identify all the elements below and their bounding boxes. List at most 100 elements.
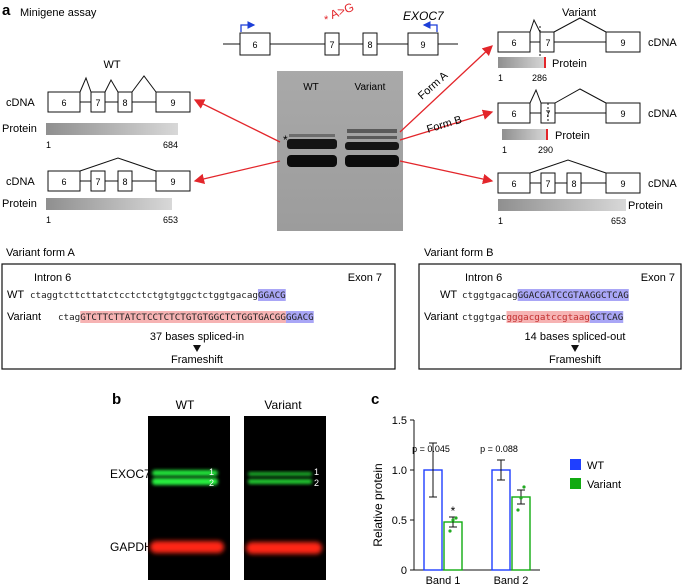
- wb-var-gapdh: [246, 542, 322, 554]
- gapdh-row-label: GAPDH: [110, 540, 153, 554]
- wt2-exon-6: 6: [61, 177, 66, 187]
- form-b-variant-label: Variant: [424, 311, 458, 323]
- variant-form-a-isoform: 6 7 9 cDNA Protein 1 286: [497, 17, 677, 83]
- wt1-protein-label: Protein: [2, 123, 37, 135]
- form-b-var-seq-segment-1: gggacgatccgtaag: [506, 312, 589, 323]
- reverse-primer-icon: [422, 21, 438, 32]
- gene-exon-6: [239, 32, 271, 56]
- wt1-exon-8: 8: [122, 98, 127, 108]
- wb-var-band-num-1: 1: [314, 467, 319, 477]
- fa-exon-7: 7: [545, 38, 550, 48]
- wb-var-band-1: [248, 472, 312, 476]
- y-tick-label: 1.0: [392, 465, 407, 477]
- vf-cdna-label: cDNA: [648, 178, 677, 190]
- gene-exon-8: [362, 32, 378, 56]
- data-point: [451, 518, 455, 522]
- variant-form-b-isoform: 6 7 9 cDNA Protein 1 290: [497, 88, 677, 155]
- form-b-wt-seq-highlight-1: [517, 289, 629, 301]
- panel-c-letter: c: [371, 391, 379, 408]
- wb-var-band-num-2: 2: [314, 478, 319, 488]
- fb-protein-end: 290: [538, 145, 553, 155]
- form-a-var-seq-segment-0: ctag: [58, 312, 80, 323]
- arrow-to-form-b: [399, 109, 494, 141]
- fb-protein-bar: [502, 129, 548, 140]
- form-b-box-title: Variant form B: [424, 247, 494, 259]
- wt1-exon-9: 9: [170, 98, 175, 108]
- form-b-down-arrow-icon: [571, 345, 579, 352]
- form-a-consequence: Frameshift: [171, 354, 223, 366]
- wt2-protein-label: Protein: [2, 198, 37, 210]
- p-value-label: p = 0.088: [480, 444, 518, 454]
- wt1-exon-6: 6: [61, 98, 66, 108]
- form-a-intron-label: Intron 6: [34, 272, 71, 284]
- wt1-protein-bar: [46, 123, 178, 135]
- form-b-var-seq-segment-0: ctggtgac: [462, 312, 507, 323]
- fb-protein-label: Protein: [555, 130, 590, 142]
- mutation-label: A>G: [328, 0, 356, 22]
- form-b-var-seq-segment-2: GCTCAG: [590, 312, 623, 323]
- legend-wt-swatch: [570, 459, 581, 470]
- x-tick-label: Band 1: [426, 575, 461, 587]
- wt-isoform-1: 6 7 8 9 cDNA Protein 1 684: [2, 75, 191, 150]
- wt-isoform-2: 6 7 8 9 cDNA Protein 1 653: [2, 157, 191, 225]
- gene-exon-7-label: 7: [329, 40, 334, 50]
- x-tick-label: Band 2: [494, 575, 529, 587]
- vf-protein-label: Protein: [628, 200, 663, 212]
- form-a-label: Form A: [416, 69, 451, 102]
- wt1-exon-7: 7: [95, 98, 100, 108]
- form-b-consequence: Frameshift: [549, 354, 601, 366]
- bar-variant-0: [443, 521, 463, 571]
- form-a-box: [1, 263, 396, 370]
- vf-exon-6: 6: [511, 179, 516, 189]
- variant-heading: Variant: [562, 7, 596, 19]
- wt2-protein-bar: [46, 198, 172, 210]
- significance-star: *: [451, 504, 456, 518]
- form-b-var-seq-highlight-2: [589, 311, 624, 323]
- form-b-intron-label: Intron 6: [465, 272, 502, 284]
- vf-protein-bar: [498, 199, 626, 211]
- gel-image: WT Variant *: [277, 71, 403, 231]
- bar-wt-1: [491, 469, 511, 571]
- arrow-to-wt1: [193, 99, 281, 143]
- data-point: [516, 508, 520, 512]
- western-lane-wt: WT: [176, 398, 195, 412]
- arrow-to-variant-full: [399, 160, 494, 185]
- fb-stop-mark: [546, 129, 548, 140]
- form-a-wt-seq-highlight-1: [257, 289, 286, 301]
- wt2-cdna-label: cDNA: [6, 176, 35, 188]
- wt2-protein-start: 1: [46, 215, 51, 225]
- gene-exon-9: [407, 32, 439, 56]
- fb-protein-start: 1: [502, 145, 507, 155]
- legend-wt-label: WT: [587, 460, 604, 472]
- wb-wt-gapdh: [150, 541, 224, 553]
- fa-protein-bar: [498, 57, 546, 68]
- wt2-exon-8: 8: [122, 177, 127, 187]
- arrow-to-wt2: [193, 160, 281, 184]
- gene-name: EXOC7: [403, 9, 445, 23]
- form-a-box-title: Variant form A: [6, 247, 76, 259]
- form-a-sequences: ctaggtcttcttatctcctctctgtgtggctctggtgaca…: [30, 289, 314, 323]
- gel-band-wt-1: [287, 139, 337, 149]
- form-a-wt-seq-segment-0: ctaggtcttcttatctcctctctgtgtggctctggtgaca…: [30, 290, 258, 301]
- legend-variant-label: Variant: [587, 479, 621, 491]
- gel-lane-variant: Variant: [355, 82, 386, 93]
- y-tick-label: 0.5: [392, 515, 407, 527]
- y-tick-label: 1.5: [392, 415, 407, 427]
- gene-exon-8-label: 8: [367, 40, 372, 50]
- form-b-wt-label: WT: [440, 289, 457, 301]
- form-b-var-seq-highlight-1: [506, 311, 590, 323]
- form-a-var-seq-segment-1: GTCTTCTTATCTCCTCTCTGTGTGGCTCTGGTGACGG: [80, 312, 286, 323]
- form-a-variant-label: Variant: [7, 311, 41, 323]
- form-a-var-seq-highlight-2: [285, 311, 314, 323]
- vf-exon-8: 8: [571, 179, 576, 189]
- data-point: [454, 516, 458, 520]
- gene-structure: 6 7 8 9 * A>G EXOC7: [223, 0, 458, 56]
- legend-variant-swatch: [570, 478, 581, 489]
- fb-exon-7: 7: [545, 109, 550, 119]
- gel-band-wt-2: [287, 155, 337, 167]
- variant-full-isoform: 6 7 8 9 cDNA Protein 1 653: [497, 159, 677, 226]
- form-a-wt-seq-segment-1: GGACG: [258, 290, 286, 301]
